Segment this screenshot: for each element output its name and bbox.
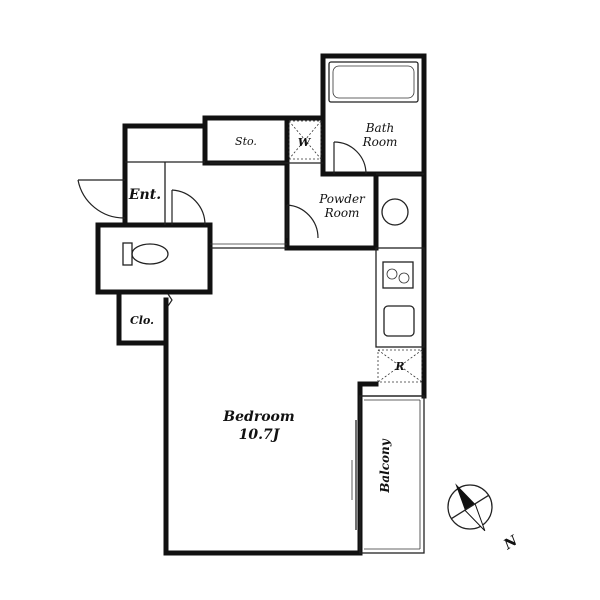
kitchen-sink [383, 305, 415, 337]
partitions [125, 161, 425, 554]
closet-door-mark [167, 293, 173, 307]
entrance-door-arc [77, 179, 126, 219]
washer-label: W [298, 136, 312, 149]
compass: N [447, 483, 522, 554]
refrigerator-label: R [394, 360, 404, 373]
fridge-cross-a [377, 349, 423, 383]
bedroom-size-label: 10.7J [239, 427, 281, 443]
room-labels: Sto. W Bath Room Powder Room Ent. Clo. R… [128, 121, 405, 494]
fixtures [122, 61, 423, 383]
entrance-label: Ent. [128, 187, 161, 203]
doors [77, 141, 367, 307]
powder-room-label-line2: Room [324, 206, 360, 220]
toilet-wall [95, 222, 213, 295]
stove [382, 261, 414, 289]
storage-label: Sto. [235, 135, 257, 148]
bath-room-label-line2: Room [362, 135, 398, 149]
powder-room-label-line1: Powder [318, 192, 366, 206]
powder-door-arc [286, 204, 319, 239]
compass-needle [450, 483, 490, 532]
refrigerator-space [377, 349, 423, 383]
compass-needle-north [455, 483, 476, 511]
bedroom-label: Bedroom [222, 409, 294, 425]
washer-space [288, 120, 322, 160]
toilet-tank [122, 242, 133, 266]
closet-wall [116, 289, 169, 346]
toilet-bowl [131, 243, 169, 265]
burner-2 [398, 272, 410, 284]
washer-cross-b [288, 120, 322, 160]
bathtub-inner [332, 65, 415, 99]
balcony-label: Balcony [378, 438, 392, 494]
hall-door-arc [171, 189, 206, 226]
compass-crossbar [450, 494, 490, 520]
bathtub [328, 61, 419, 103]
fridge-cross-b [377, 349, 423, 383]
closet-label: Clo. [130, 314, 154, 327]
burner-1 [386, 268, 398, 280]
bath-door-arc [333, 141, 367, 175]
bath-room-wall [320, 53, 427, 177]
kitchen-counter [375, 247, 425, 348]
washbasin [381, 198, 409, 226]
compass-north-label: N [500, 532, 521, 554]
bath-room-label-line1: Bath [365, 121, 395, 135]
compass-ring [447, 484, 493, 530]
balcony-outline [359, 395, 425, 554]
